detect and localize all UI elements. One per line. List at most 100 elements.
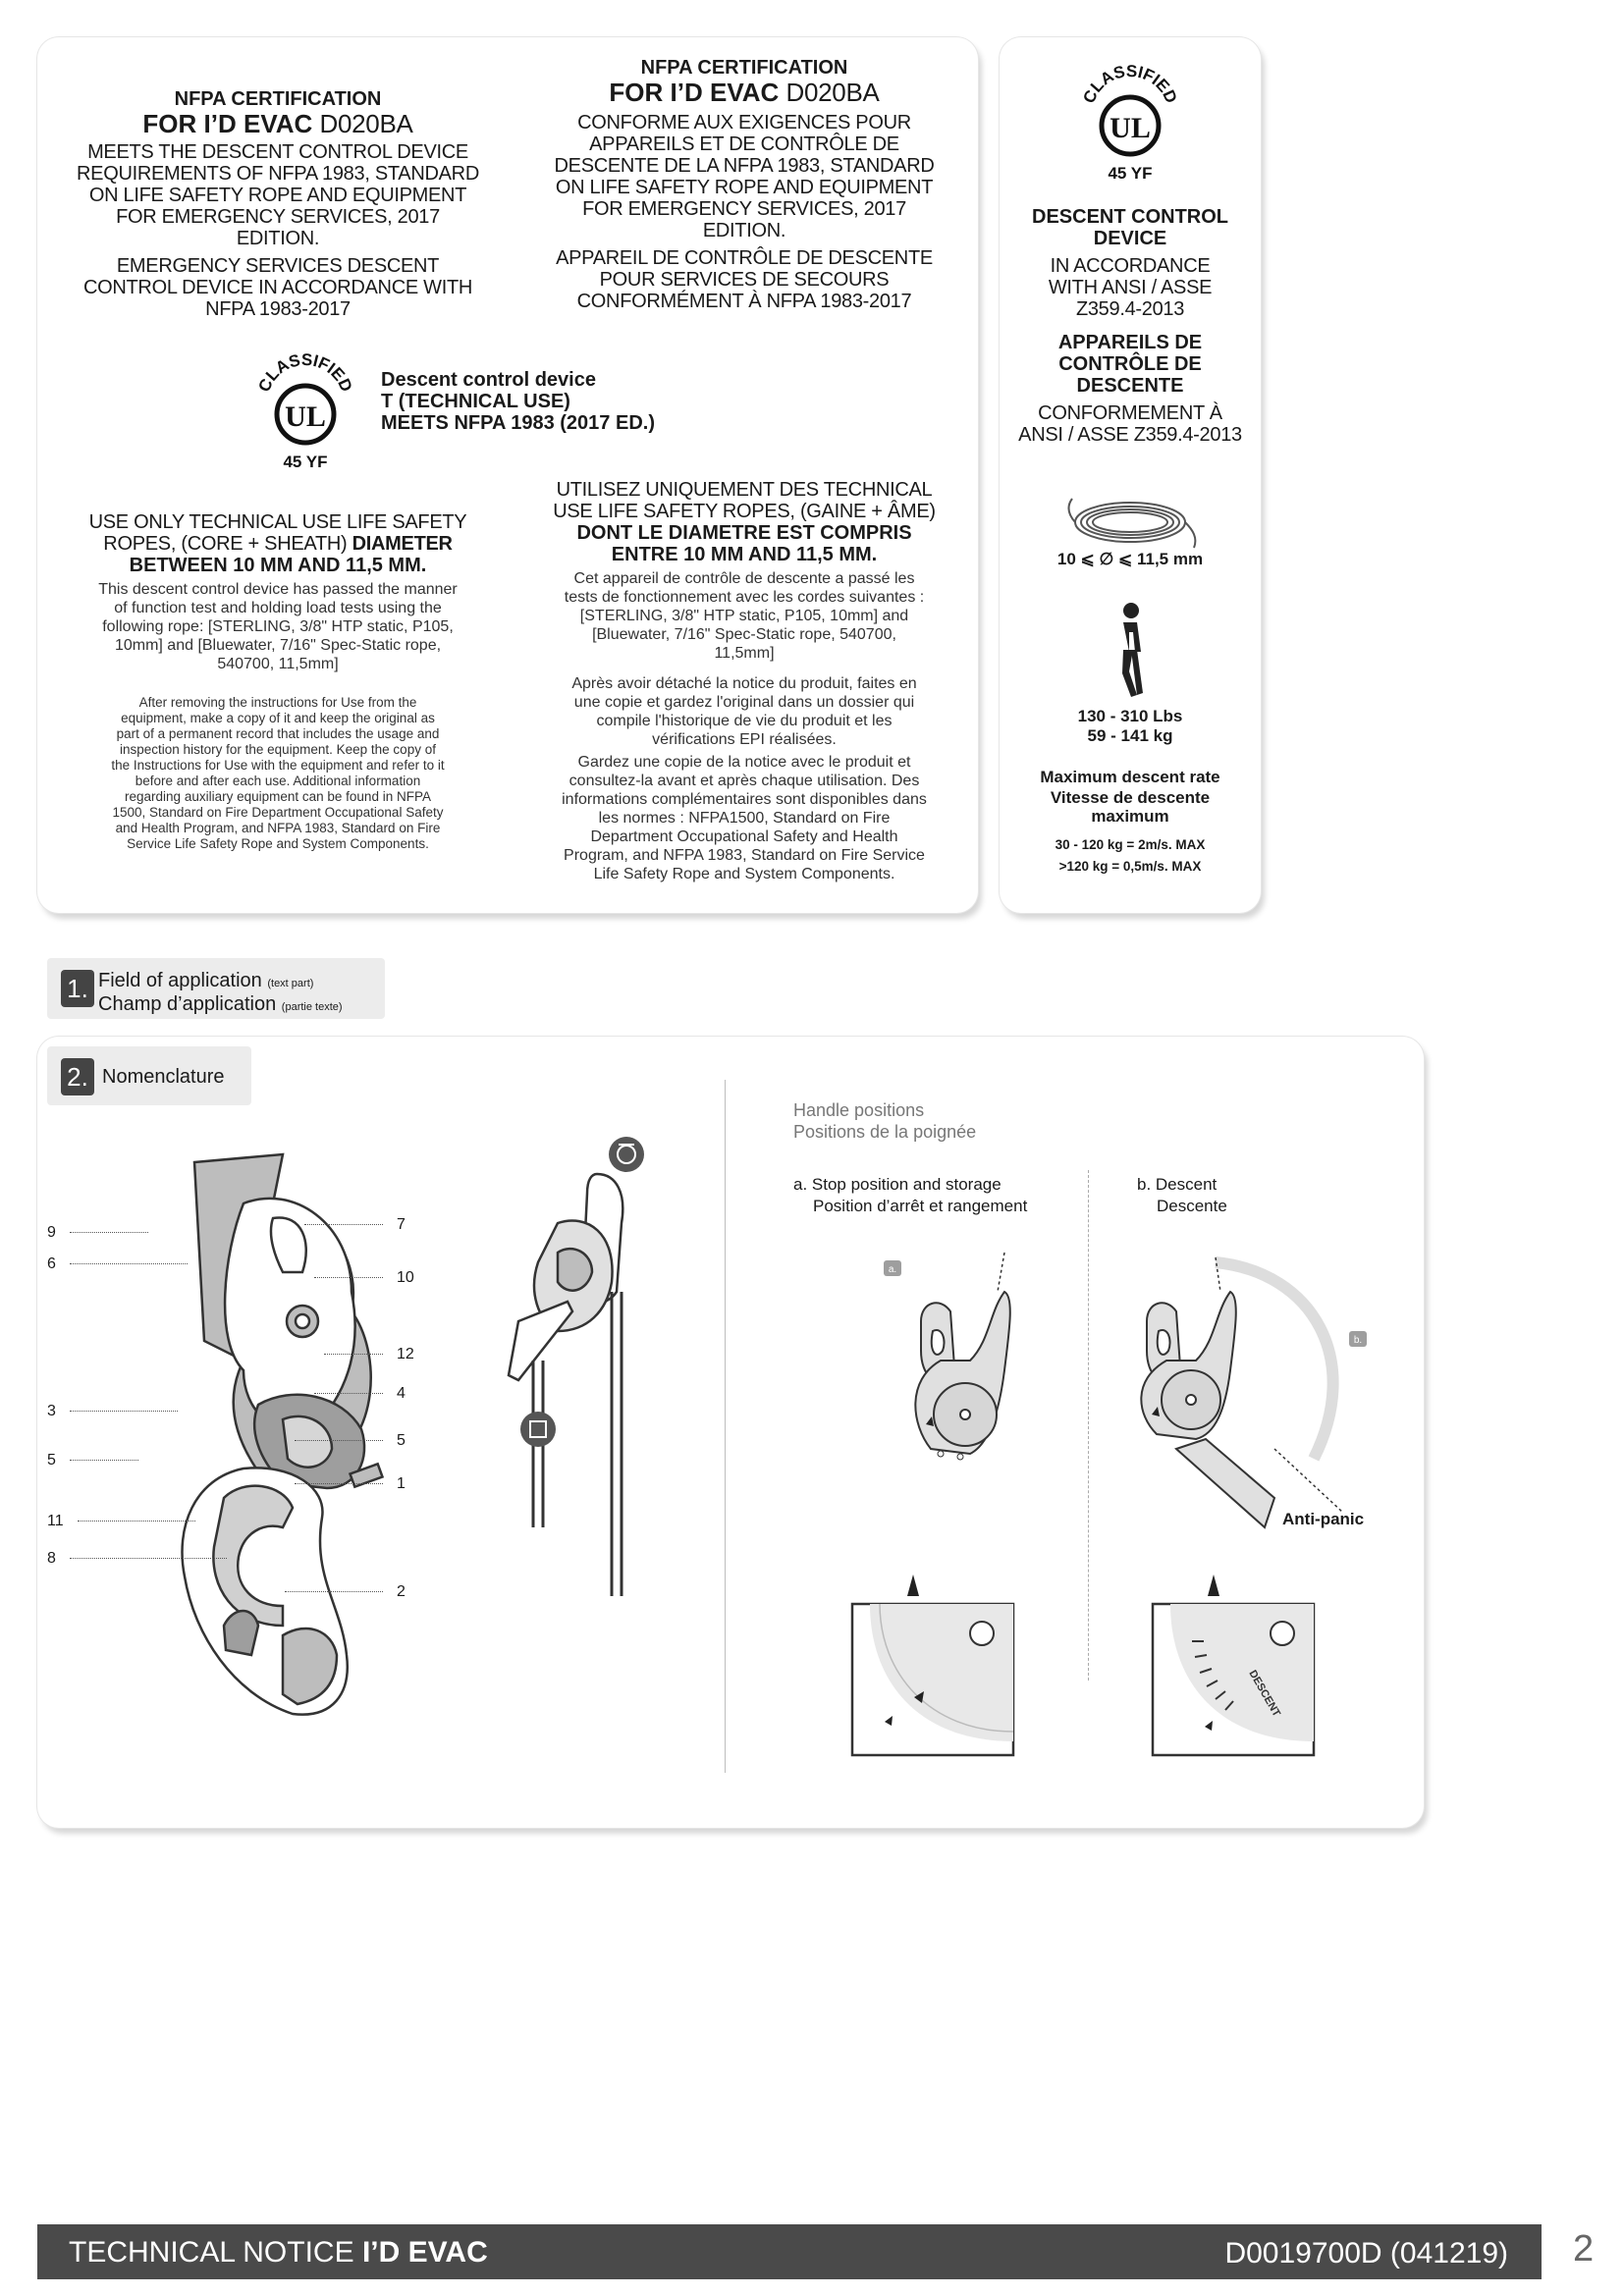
ansi-ul-logo: CLASSIFIED UL 45 YF [1079, 62, 1180, 183]
en-model-ref: D020BA [319, 109, 413, 138]
person-walking-icon [1122, 603, 1143, 697]
callout-number: 4 [397, 1385, 406, 1402]
footer-notice-label: TECHNICAL NOTICE [69, 2236, 354, 2269]
en-after-line: and Health Program, and NFPA 1983, Stand… [115, 821, 441, 835]
fr-model-ref: D020BA [785, 78, 880, 107]
ansi-fr-line: CONFORMEMENT À [1038, 402, 1222, 424]
en-after-line: equipment, make a copy of it and keep th… [121, 711, 435, 725]
en-after-line: part of a permanent record that includes… [116, 726, 440, 741]
rate-en: Maximum descent rate [1040, 768, 1220, 786]
en-after-text: After removing the instructions for Use … [47, 695, 509, 852]
section-1-en-note: (text part) [267, 978, 314, 989]
weight-kg: 59 - 141 kg [1087, 726, 1173, 745]
footer-title: TECHNICAL NOTICE I’D EVAC [69, 2236, 488, 2269]
positions-divider [1088, 1170, 1089, 1681]
en-rope-line-text: ROPES, (CORE + SHEATH) [103, 533, 348, 555]
fr-test-line: [Bluewater, 7/16" Spec-Static rope, 5407… [592, 626, 896, 643]
fr-after-line: vérifications EPI réalisées. [652, 731, 837, 748]
ul-code: 45 YF [283, 453, 327, 471]
handle-title-en: Handle positions [793, 1100, 925, 1120]
rope-coil-icon [1067, 498, 1197, 549]
position-b-illustration: b. [1140, 1256, 1367, 1529]
section-1-number: 1. [61, 970, 94, 1007]
ansi-en-line: IN ACCORDANCE [1050, 255, 1211, 277]
fr-test-line: [STERLING, 3/8" HTP static, P105, 10mm] … [579, 608, 909, 624]
marker-b: b. [1354, 1335, 1362, 1346]
callout-8: 8 [47, 1550, 227, 1568]
footer-product: I’D EVAC [361, 2236, 488, 2269]
en-test-line: 10mm] and [Bluewater, 7/16" Spec-Static … [114, 637, 442, 654]
fr-certification-block: NFPA CERTIFICATION FOR I’D EVAC D020BA C… [518, 57, 970, 312]
ansi-en-title-line: DEVICE [1093, 228, 1167, 249]
handle-title-fr: Positions de la poignée [793, 1122, 977, 1142]
en-test-line: following rope: [STERLING, 3/8" HTP stat… [102, 618, 454, 635]
callout-number: 10 [397, 1269, 414, 1286]
ansi-en-line: WITH ANSI / ASSE [1048, 277, 1213, 298]
en-rope-line: ROPES, (CORE + SHEATH) DIAMETER [47, 533, 509, 555]
en-after-line: Service Life Safety Rope and System Comp… [127, 836, 429, 851]
fr-test-line: Cet appareil de contrôle de descente a p… [573, 570, 915, 587]
fr-test-text: Cet appareil de contrôle de descente a p… [518, 569, 970, 663]
callout-number: 5 [397, 1432, 406, 1449]
zoom-a-illustration [850, 1575, 1015, 1757]
fr-rope-bold-line: DONT LE DIAMETRE EST COMPRIS [576, 522, 912, 544]
callout-number: 8 [47, 1550, 56, 1567]
pos-b-fr: Descente [1157, 1197, 1227, 1215]
callout-number: 1 [397, 1475, 406, 1492]
footer-doc-ref: D0019700D (041219) [1224, 2237, 1508, 2269]
rate-1: 30 - 120 kg = 2m/s. MAX [1055, 837, 1206, 852]
en-after-line: inspection history for the equipment. Ke… [120, 742, 436, 757]
ansi-ul-letters: UL [1110, 112, 1151, 144]
en-esd-line: NFPA 1983-2017 [205, 298, 351, 320]
leader-line [314, 1393, 383, 1395]
fr-gardez-line: Department Occupational Safety and Healt… [590, 828, 898, 845]
pos-a-fr: Position d’arrêt et rangement [813, 1197, 1028, 1215]
ansi-ul-code: 45 YF [1108, 164, 1152, 183]
en-test-line: of function test and holding load tests … [114, 600, 442, 616]
pos-b-en: b. Descent [1137, 1175, 1218, 1194]
callout-5: 5 [47, 1452, 138, 1469]
en-meets-line: MEETS THE DESCENT CONTROL DEVICE [87, 141, 468, 163]
callout-2: 2 [285, 1583, 406, 1601]
fr-test-line: tests de fonctionnement avec les cordes … [564, 589, 925, 606]
rope-setup-illustration [507, 1137, 644, 1596]
fr-gardez-line: consultez-la avant et après chaque utili… [568, 773, 920, 789]
rate-fr-line: maximum [1091, 807, 1169, 826]
rope-diameter: 10 ⩽ ∅ ⩽ 11,5 mm [1056, 550, 1204, 568]
en-model-line: FOR I’D EVAC D020BA [47, 110, 509, 137]
en-after-line: before and after each use. Additional in… [135, 774, 421, 788]
ul-letters: UL [285, 400, 326, 433]
fr-gardez-line: Program, and NFPA 1983, Standard on Fire… [564, 847, 925, 864]
callout-number: 2 [397, 1583, 406, 1600]
zoom-b-illustration: DESCENT [1151, 1575, 1316, 1757]
leader-line [285, 1591, 383, 1593]
fr-after-text: Après avoir détaché la notice du produit… [518, 674, 970, 749]
fr-model-line: FOR I’D EVAC D020BA [518, 79, 970, 106]
en-model-name: FOR I’D EVAC [142, 109, 313, 138]
callout-3: 3 [47, 1403, 178, 1420]
ansi-fr-line: ANSI / ASSE Z359.4-2013 [1018, 424, 1242, 446]
en-esd-line: CONTROL DEVICE IN ACCORDANCE WITH [82, 277, 473, 298]
rate-2: >120 kg = 0,5m/s. MAX [1058, 859, 1202, 874]
leader-line [295, 1483, 383, 1485]
en-cert-title: NFPA CERTIFICATION [174, 88, 382, 110]
fr-test-line: 11,5mm] [714, 645, 775, 662]
en-rope-line-text: USE ONLY TECHNICAL USE LIFE SAFETY [88, 511, 467, 533]
callout-11: 11 [47, 1513, 195, 1530]
section-1-en-text: Field of application [98, 970, 262, 991]
position-a-label: a. Stop position and storage Position d’… [793, 1174, 1027, 1217]
en-meets-line: FOR EMERGENCY SERVICES, 2017 [116, 206, 440, 228]
certification-panel: NFPA CERTIFICATION FOR I’D EVAC D020BA M… [37, 37, 978, 913]
fr-conform-line: EDITION. [702, 220, 786, 241]
leader-line [69, 1232, 148, 1234]
section-1-tag: 1. Field of application (text part) Cham… [47, 958, 385, 1019]
callout-number: 6 [47, 1255, 56, 1272]
marker-a: a. [889, 1264, 896, 1275]
en-esd-line: EMERGENCY SERVICES DESCENT [116, 255, 440, 277]
